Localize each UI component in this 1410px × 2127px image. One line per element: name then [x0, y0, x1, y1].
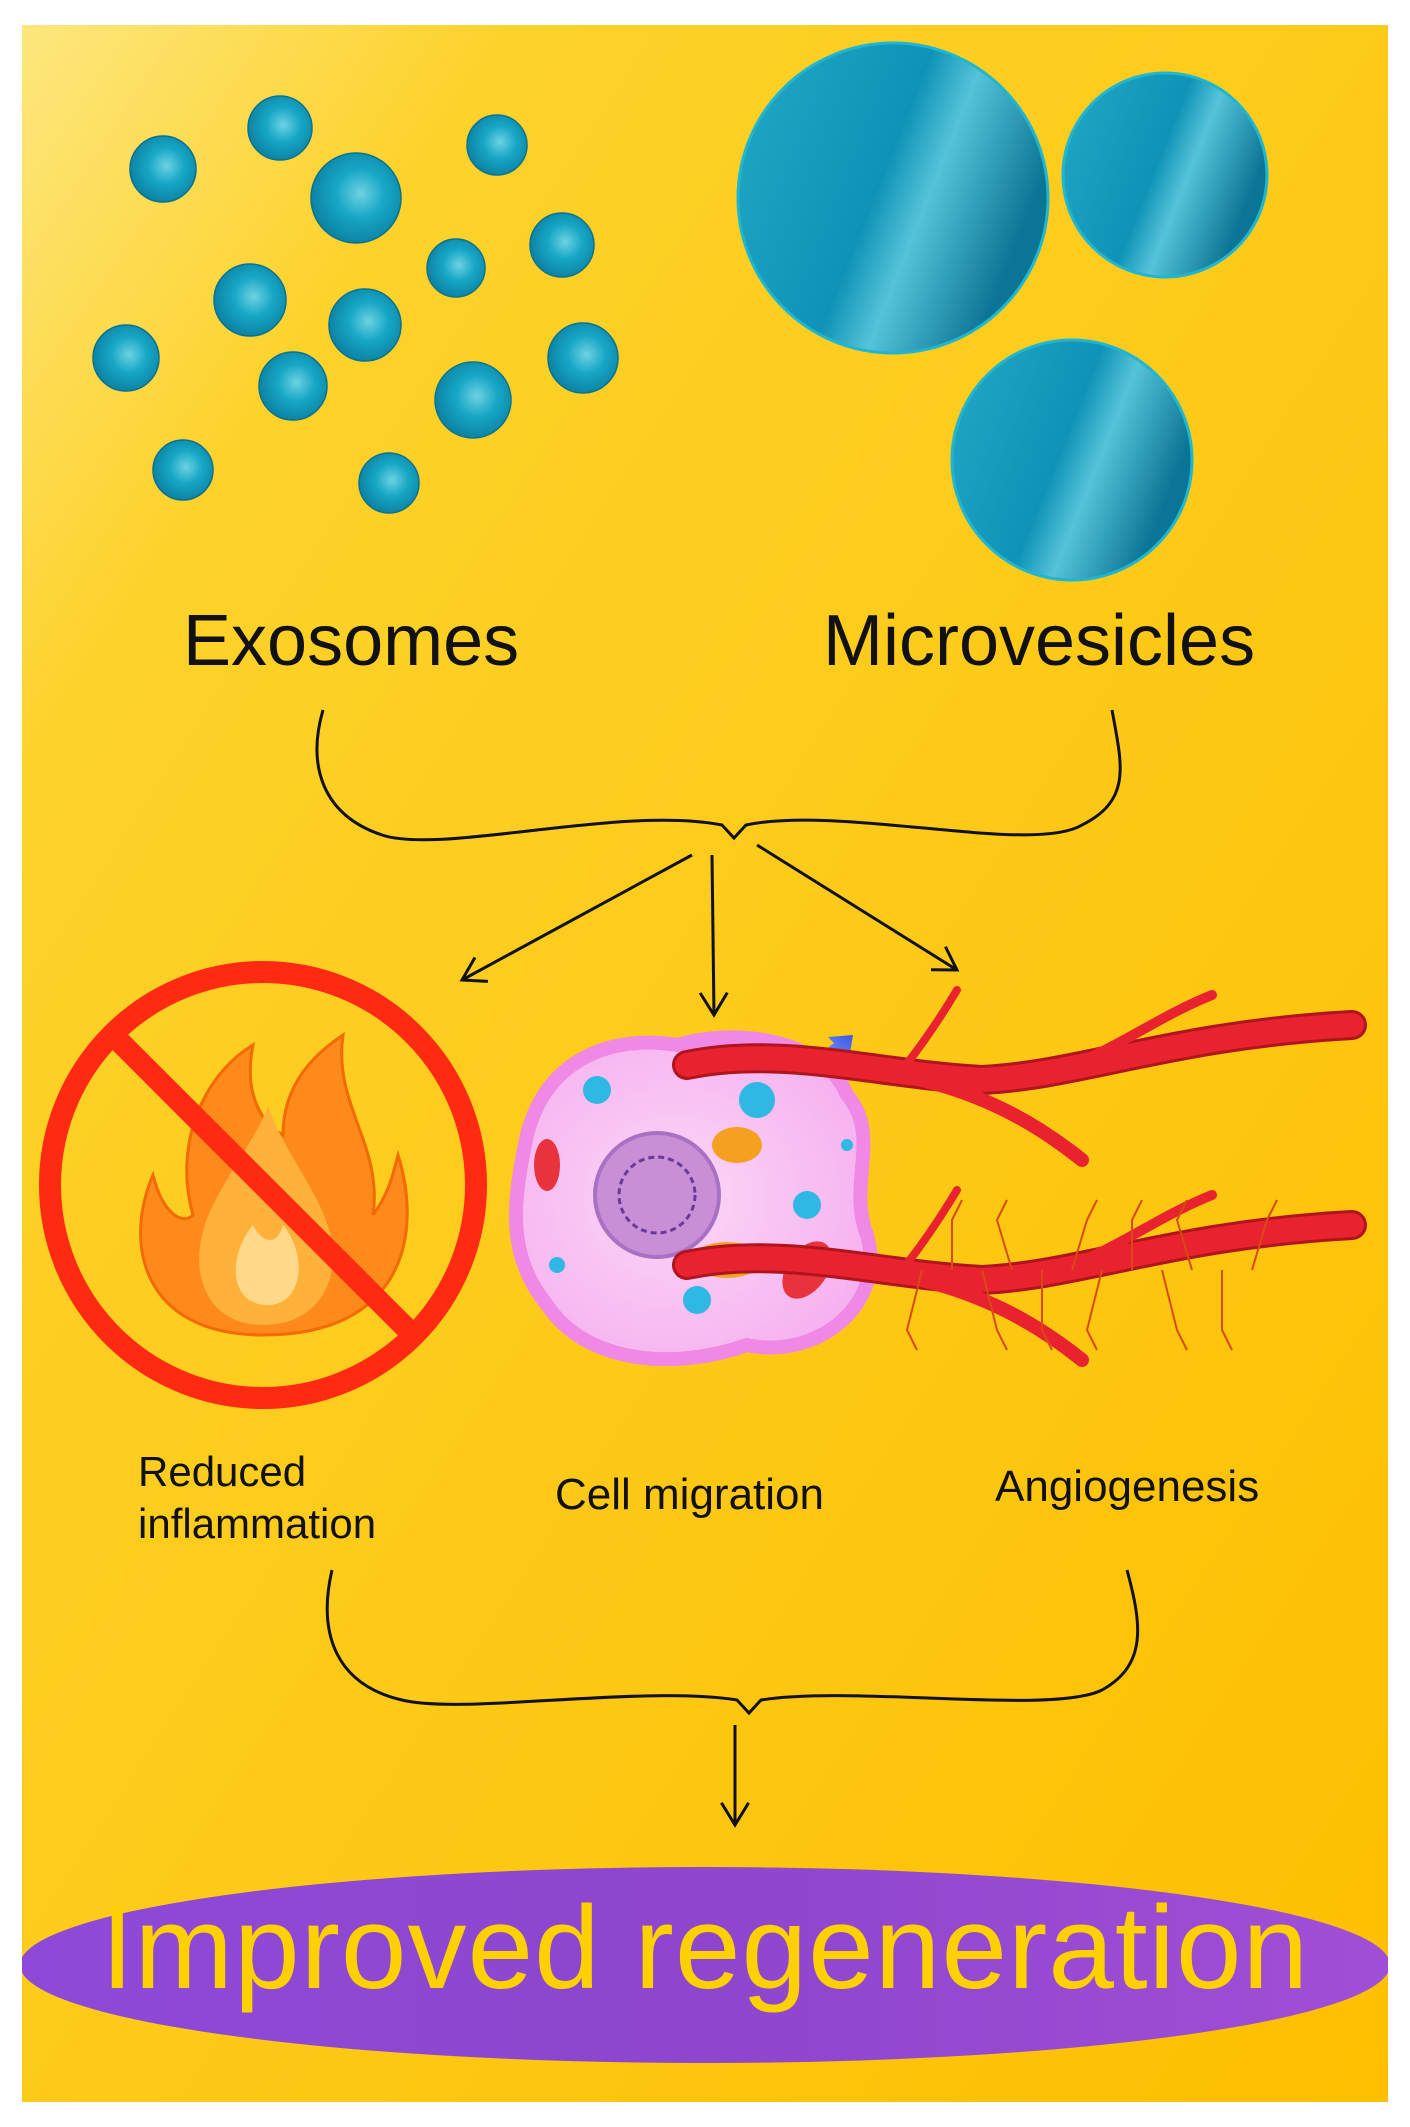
- vessel-branch: [915, 1073, 1089, 1167]
- arrow-to-migration: [698, 854, 729, 1018]
- mitochondrion: [534, 1139, 560, 1191]
- exosome-icon: [434, 361, 512, 439]
- arrow-head: [930, 946, 960, 972]
- prohibition-slash: [105, 1027, 421, 1343]
- arrow-shaft: [710, 854, 716, 1016]
- cell-migration-label: Cell migration: [555, 1470, 824, 1519]
- golgi: [712, 1127, 762, 1163]
- capillary: [1071, 1199, 1098, 1271]
- capillary: [1251, 1199, 1278, 1271]
- vacuole: [793, 1191, 821, 1219]
- exosome-icon: [152, 439, 214, 501]
- capillary: [1221, 1270, 1233, 1351]
- capillary: [1161, 1269, 1188, 1351]
- arrow-to-inflammation: [459, 853, 693, 983]
- no-fire-icon: [39, 961, 487, 1409]
- capillary: [1175, 1199, 1193, 1271]
- exosomes-label: Exosomes: [183, 601, 520, 681]
- vacuole: [549, 1257, 565, 1273]
- arrow-shaft: [461, 853, 693, 982]
- poster-background: [22, 25, 1388, 2102]
- vacuole: [739, 1082, 775, 1118]
- reduced-inflammation-label-line1: Reduced: [138, 1448, 307, 1495]
- exosome-icon: [529, 212, 595, 278]
- cell-icon: [508, 1030, 878, 1367]
- exosome-icon: [213, 263, 287, 337]
- microvesicle-cluster: [736, 41, 1269, 582]
- capillary: [1131, 1199, 1143, 1270]
- prohibition-circle: [39, 961, 487, 1409]
- exosome-icon: [328, 288, 402, 362]
- vessel-trunk: [675, 1013, 1364, 1093]
- chromatin: [617, 1155, 697, 1235]
- bottom-brace: [325, 1569, 1140, 1716]
- improved-regeneration-label: Improved regeneration: [100, 1882, 1310, 2014]
- capillary: [905, 1269, 923, 1351]
- exosome-icon: [247, 95, 313, 161]
- outcome-ellipse: [22, 1867, 1388, 2063]
- blood-vessel-icon: [672, 1186, 1367, 1367]
- exosome-icon: [547, 322, 619, 394]
- exosome-icon: [426, 238, 486, 298]
- vessel-branch: [915, 1273, 1089, 1367]
- microvesicle-icon: [950, 338, 1194, 582]
- capillary: [981, 1269, 1008, 1351]
- microvesicle-icon: [1061, 71, 1269, 279]
- exosome-icon: [466, 114, 528, 176]
- vacuole: [683, 1286, 711, 1314]
- capillary: [1085, 1269, 1103, 1351]
- exosome-icon: [92, 324, 160, 392]
- vessel-branch: [898, 1186, 961, 1274]
- arrow-head: [459, 956, 489, 983]
- flame-inner: [199, 1105, 333, 1325]
- vessel-branch: [1067, 1190, 1217, 1270]
- vacuole: [583, 1076, 611, 1104]
- exosome-cluster: [92, 95, 619, 514]
- arrow-head: [698, 991, 729, 1018]
- reduced-inflammation-label-line2: inflammation: [138, 1500, 377, 1547]
- exosome-icon: [258, 351, 328, 421]
- arrow-shaft: [756, 843, 958, 972]
- vessel-branch: [1067, 990, 1217, 1070]
- exosome-icon: [358, 452, 420, 514]
- cell-nucleus: [593, 1131, 721, 1259]
- flame-core: [235, 1225, 299, 1305]
- angiogenesis-label: Angiogenesis: [995, 1462, 1260, 1511]
- arrow-to-angiogenesis: [756, 843, 960, 972]
- microvesicle-icon: [736, 41, 1050, 355]
- arrow-head: [720, 1802, 750, 1828]
- capillary: [995, 1199, 1013, 1271]
- vacuole: [841, 1139, 853, 1151]
- capillary: [951, 1199, 963, 1270]
- blood-vessel-icon: [672, 986, 1367, 1167]
- vessel-branch: [898, 986, 961, 1074]
- capillary: [1041, 1270, 1053, 1351]
- top-brace: [315, 709, 1122, 842]
- microvesicles-label: Microvesicles: [823, 601, 1256, 681]
- vessel-trunk: [675, 1213, 1364, 1293]
- exosome-icon: [129, 135, 197, 203]
- arrow-to-outcome: [720, 1725, 750, 1828]
- exosome-icon: [310, 152, 402, 244]
